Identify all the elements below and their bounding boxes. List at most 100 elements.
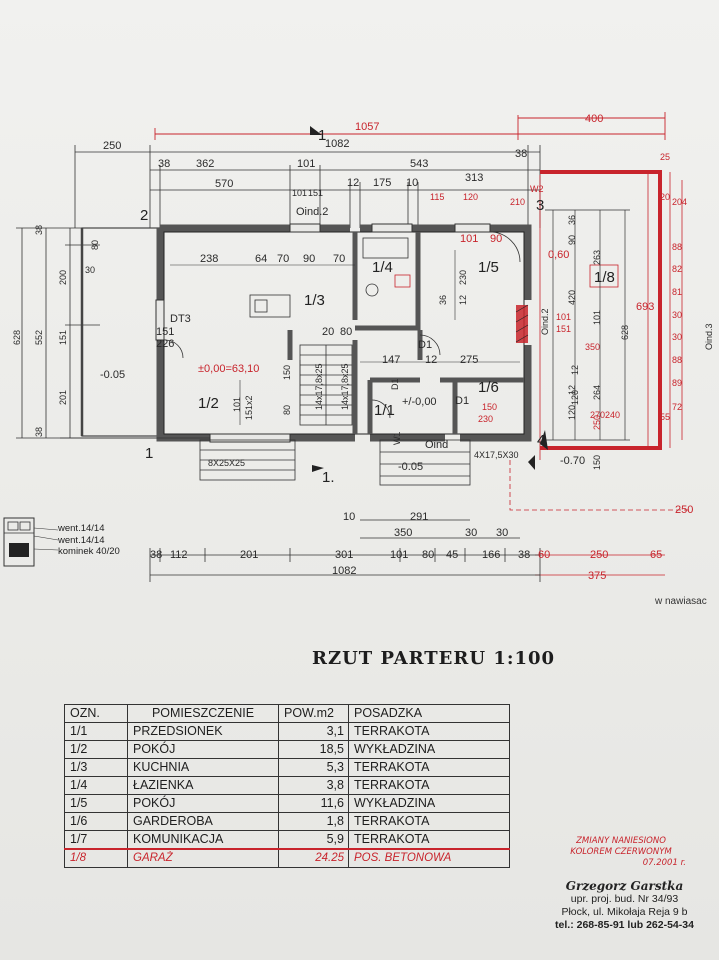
- left-dim-80: 80: [90, 240, 100, 250]
- cell-room: GARDEROBA: [127, 812, 279, 831]
- stamp-name: Grzegorz Garstka: [565, 879, 684, 893]
- bottom-dim-10: 10: [343, 511, 355, 523]
- inner-dim-80b: 80: [340, 326, 352, 338]
- level-zero: +/-0,00: [402, 396, 437, 408]
- cell-floor: POS. BETONOWA: [348, 848, 510, 868]
- left-dim-38b: 38: [34, 427, 44, 437]
- header-floor: POSADZKA: [348, 704, 510, 723]
- cell-ozn: 1/7: [64, 830, 128, 850]
- right-dim-150: 150: [592, 455, 602, 470]
- top-dim-r3-6: 313: [465, 172, 483, 184]
- window-label-w1: W1: [392, 432, 402, 446]
- interior-stairs: [299, 344, 353, 426]
- red-dim-81: 81: [672, 287, 682, 297]
- red-dim-101: 101: [460, 233, 478, 245]
- top-dim-r2-0: 38: [158, 158, 170, 170]
- left-dim-200: 200: [58, 270, 68, 285]
- cell-area: 5,3: [278, 758, 349, 777]
- cell-floor: TERRAKOTA: [348, 776, 510, 795]
- stamp-phone: tel.: 268-85-91 lub 262-54-34: [555, 919, 694, 931]
- level-main-red: ±0,00=63,10: [198, 363, 259, 375]
- bottom-dim-30a: 30: [465, 527, 477, 539]
- right-dim-101: 101: [556, 312, 571, 322]
- top-dim-r3-0: 570: [215, 178, 233, 190]
- cell-floor: TERRAKOTA: [348, 758, 510, 777]
- left-dim-628: 628: [12, 330, 22, 345]
- cell-area: 1,8: [278, 812, 349, 831]
- kitchen-and-bath-fixtures: [249, 237, 411, 318]
- bottom-dim-350: 350: [394, 527, 412, 539]
- red-dim-55: 55: [660, 412, 670, 422]
- red-note-line-3: 07.2001 r.: [642, 858, 686, 868]
- cell-room: POKÓJ: [127, 794, 279, 813]
- label-oind2-vertical: Oind.2: [540, 308, 550, 335]
- stair-spec-a: 14x17,8x25: [314, 363, 324, 410]
- right-dim-120: 120: [567, 405, 577, 420]
- legend-chimney: kominek 40/20: [58, 546, 120, 557]
- right-dim-90: 90: [567, 235, 577, 245]
- stair-label-front: 8X25X25: [208, 458, 245, 468]
- top-dim-r3-5: 10: [406, 177, 418, 189]
- cell-area: 3,8: [278, 776, 349, 795]
- table-row: 1/7 KOMUNIKACJA 5,9 TERRAKOTA: [64, 830, 510, 850]
- top-dim-r3-2: 151: [308, 188, 323, 198]
- header-room: POMIESZCZENIE: [127, 704, 279, 723]
- red-total-dim: 1057: [355, 121, 379, 133]
- front-steps: [199, 439, 471, 486]
- inner-dim-101: 101: [232, 397, 242, 412]
- terrace-level: -0.05: [100, 369, 125, 381]
- red-note-line-2: KOLOREM CZERWONYM: [570, 847, 672, 857]
- room-1-8: 1/8: [594, 269, 615, 286]
- right-dim-628: 628: [620, 325, 630, 340]
- axis-label-3: 3: [536, 197, 544, 214]
- exterior-walls: [156, 224, 532, 442]
- red-dim-115: 115: [430, 192, 444, 202]
- inner-dim-12: 12: [425, 354, 437, 366]
- right-dim-420: 420: [567, 290, 577, 305]
- inner-dim-12b: 12: [458, 295, 468, 305]
- red-dim-120: 120: [463, 192, 478, 202]
- cell-area: 24.25: [278, 848, 349, 868]
- stair-spec-b: 14x17,8x25: [340, 363, 350, 410]
- label-oind3: Oind.3: [704, 323, 714, 350]
- red-dim-230: 230: [478, 414, 493, 424]
- top-dim-250: 250: [103, 140, 121, 152]
- top-dim-r3-1: 101: [292, 188, 307, 198]
- bottom-red-60: 60: [538, 549, 550, 561]
- inner-dim-151: 151: [156, 326, 174, 338]
- bottom-total: 1082: [332, 565, 356, 577]
- table-row: 1/5 POKÓJ 11,6 WYKŁADZINA: [64, 794, 510, 813]
- inner-dim-230: 230: [458, 270, 468, 285]
- bottom-dim-38b: 38: [518, 549, 530, 561]
- cell-area: 18,5: [278, 740, 349, 759]
- garage-walls-red: [540, 170, 662, 450]
- table-row: 1/3 KUCHNIA 5,3 TERRAKOTA: [64, 758, 510, 777]
- left-dim-201: 201: [58, 390, 68, 405]
- header-area: POW.m2: [278, 704, 349, 723]
- red-label-w2: W2: [530, 184, 544, 194]
- table-header-row: OZN. POMIESZCZENIE POW.m2 POSADZKA: [64, 704, 510, 723]
- side-note: w nawiasac: [655, 596, 707, 607]
- red-dim-30a: 30: [672, 310, 682, 320]
- inner-dim-238: 238: [200, 253, 218, 265]
- red-dim-204: 204: [672, 197, 687, 207]
- top-dim-r3-3: 12: [347, 177, 359, 189]
- room-1-5: 1/5: [478, 259, 499, 276]
- red-dim-89: 89: [672, 378, 682, 388]
- bottom-dim-301: 301: [335, 549, 353, 561]
- right-dim-151: 151: [556, 324, 571, 334]
- room-1-4: 1/4: [372, 259, 393, 276]
- red-dim-270: 270: [590, 410, 605, 420]
- red-dim-30b: 30: [672, 332, 682, 342]
- legend-symbols: [3, 517, 59, 567]
- right-dim-12: 12: [567, 385, 577, 395]
- bottom-dim-112: 112: [170, 549, 188, 561]
- inner-dim-36: 36: [438, 295, 448, 305]
- inner-dim-151x2: 151x2: [244, 395, 254, 420]
- stamp-address: Płock, ul. Mikołaja Reja 9 b: [561, 906, 688, 918]
- cell-ozn: 1/4: [64, 776, 128, 795]
- cell-ozn: 1/8: [64, 848, 128, 868]
- cell-floor: WYKŁADZINA: [348, 794, 510, 813]
- room-1-1: 1/1: [374, 402, 395, 419]
- red-dim-060: 0,60: [548, 249, 569, 261]
